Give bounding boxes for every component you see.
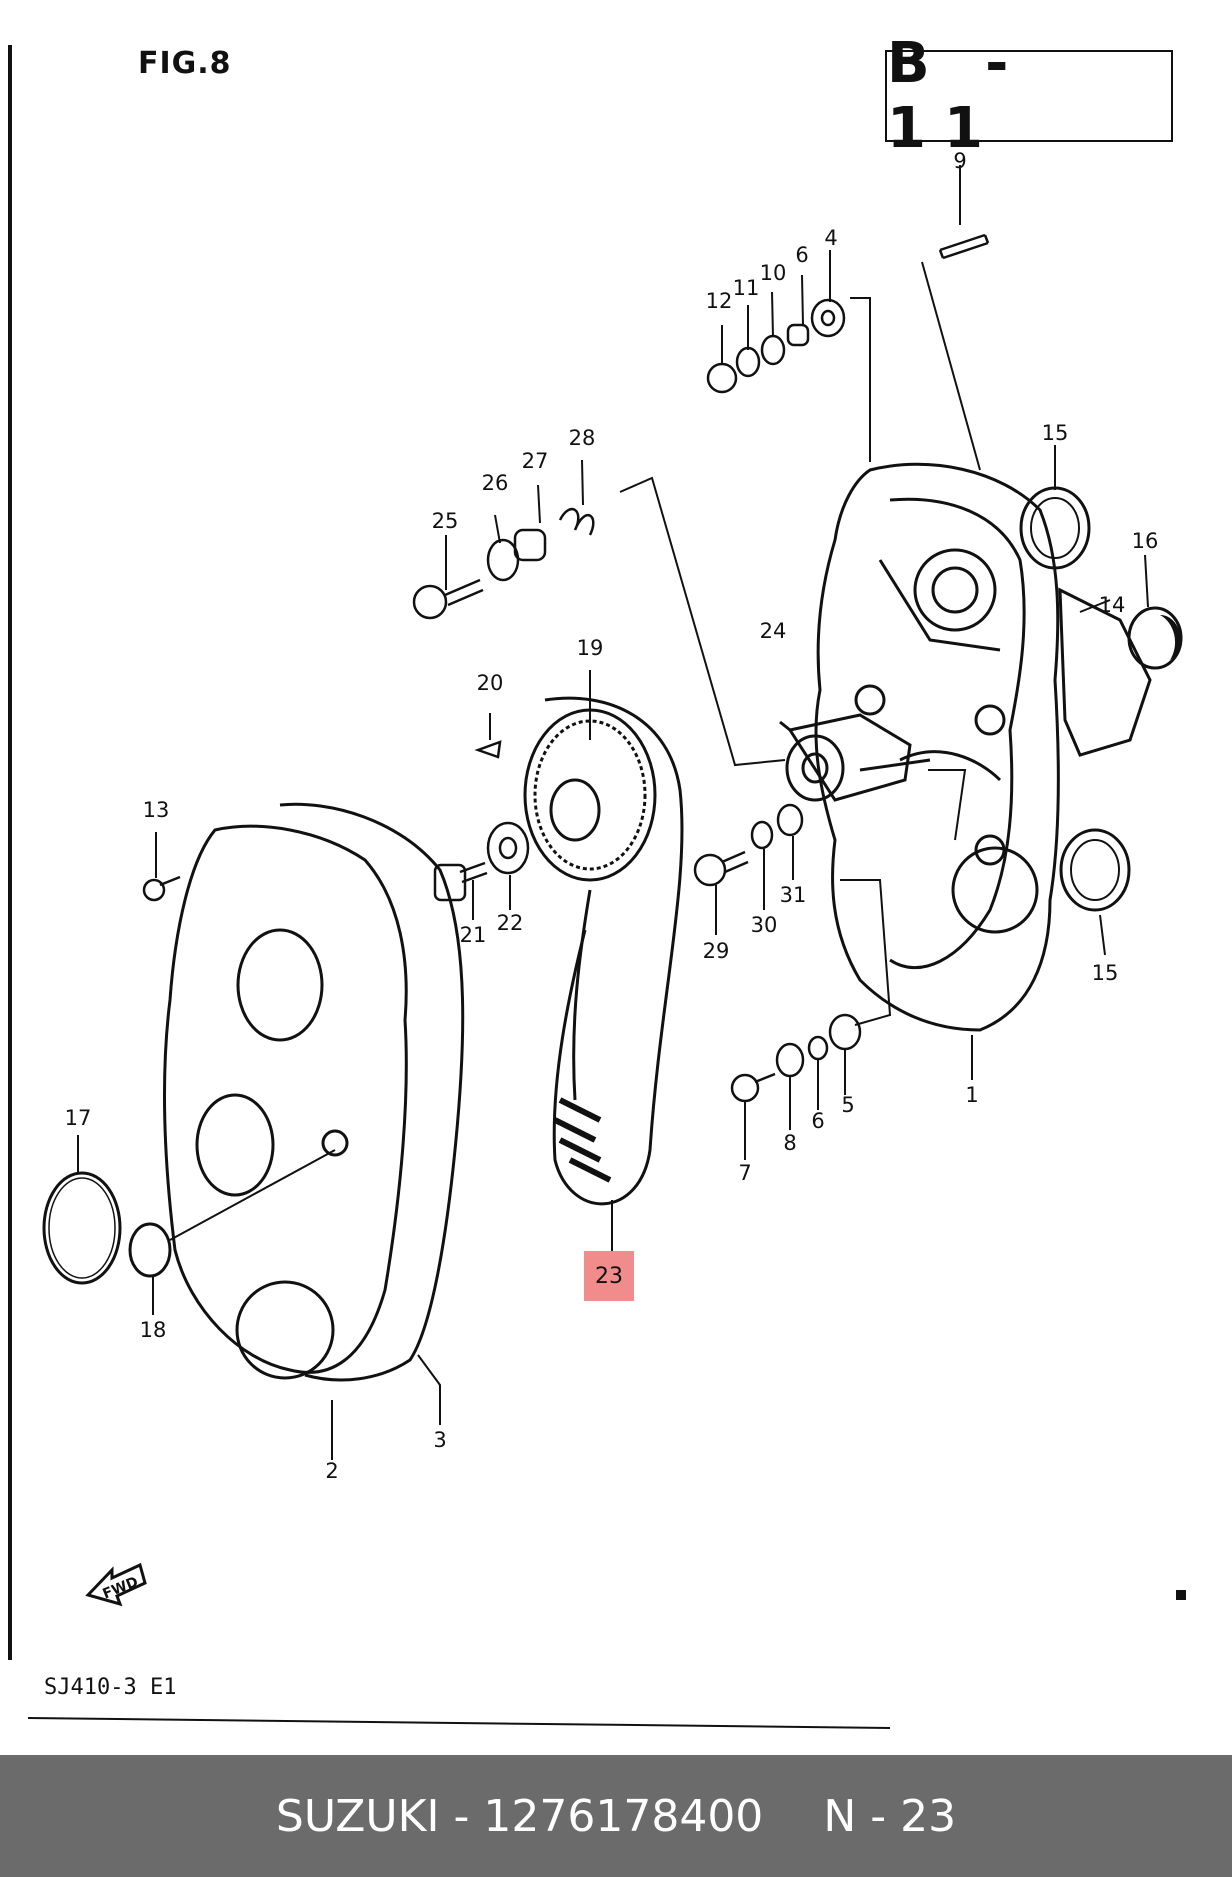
footer-brand: SUZUKI — [275, 1790, 440, 1842]
callout-6[interactable]: 6 — [795, 243, 808, 267]
footer-separator: - — [453, 1790, 470, 1842]
callout-14[interactable]: 14 — [1099, 593, 1126, 617]
callout-25[interactable]: 25 — [432, 509, 459, 533]
callout-7[interactable]: 7 — [738, 1161, 751, 1185]
model-code: SJ410-3 E1 — [44, 1675, 177, 1700]
callout-13[interactable]: 13 — [143, 798, 170, 822]
callout-15[interactable]: 15 — [1042, 421, 1069, 445]
callout-12[interactable]: 12 — [706, 289, 733, 313]
callout-30[interactable]: 30 — [751, 913, 778, 937]
callout-2[interactable]: 2 — [325, 1459, 338, 1483]
callout-9[interactable]: 9 — [953, 149, 966, 173]
callout-17[interactable]: 17 — [65, 1106, 92, 1130]
callout-5[interactable]: 5 — [841, 1093, 854, 1117]
callout-11[interactable]: 11 — [733, 276, 760, 300]
part-footer: SUZUKI - 1276178400 N - 23 — [0, 1755, 1232, 1877]
callout-28[interactable]: 28 — [569, 426, 596, 450]
callout-6[interactable]: 6 — [811, 1109, 824, 1133]
belt-tensioner — [779, 713, 931, 802]
callout-31[interactable]: 31 — [780, 883, 807, 907]
callout-19[interactable]: 19 — [577, 636, 604, 660]
front-timing-cover — [163, 802, 465, 1382]
callout-16[interactable]: 16 — [1132, 529, 1159, 553]
callout-15[interactable]: 15 — [1092, 961, 1119, 985]
figure-title: FIG.8 — [138, 46, 232, 81]
callout-1[interactable]: 1 — [965, 1083, 978, 1107]
callout-20[interactable]: 20 — [477, 671, 504, 695]
timing-belt-and-pulley — [523, 696, 684, 1206]
page-code-box: B - 11 — [885, 31, 1173, 161]
callout-4[interactable]: 4 — [824, 226, 837, 250]
footer-part-number: 1276178400 — [483, 1790, 764, 1842]
exploded-parts-diagram: 1234566789101112131415151617181920212224… — [8, 45, 1186, 1729]
callout-29[interactable]: 29 — [703, 939, 730, 963]
diagram-sheet: FIG.8 B - 11 — [8, 31, 1186, 1729]
callout-10[interactable]: 10 — [760, 261, 787, 285]
rear-timing-plate — [814, 462, 1060, 1032]
fwd-arrow-icon: FWD — [85, 1562, 147, 1607]
callout-8[interactable]: 8 — [783, 1131, 796, 1155]
callout-21[interactable]: 21 — [460, 923, 487, 947]
callout-26[interactable]: 26 — [482, 471, 509, 495]
fasteners — [142, 233, 990, 1103]
callout-3[interactable]: 3 — [433, 1428, 446, 1452]
callout-18[interactable]: 18 — [140, 1318, 167, 1342]
callout-27[interactable]: 27 — [522, 449, 549, 473]
callout-24[interactable]: 24 — [760, 619, 787, 643]
page-code: B - 11 — [887, 31, 1027, 161]
highlighted-part-marker[interactable]: 23 — [584, 1251, 634, 1301]
footer-ref-label: N - 23 — [823, 1790, 957, 1842]
callout-22[interactable]: 22 — [497, 911, 524, 935]
